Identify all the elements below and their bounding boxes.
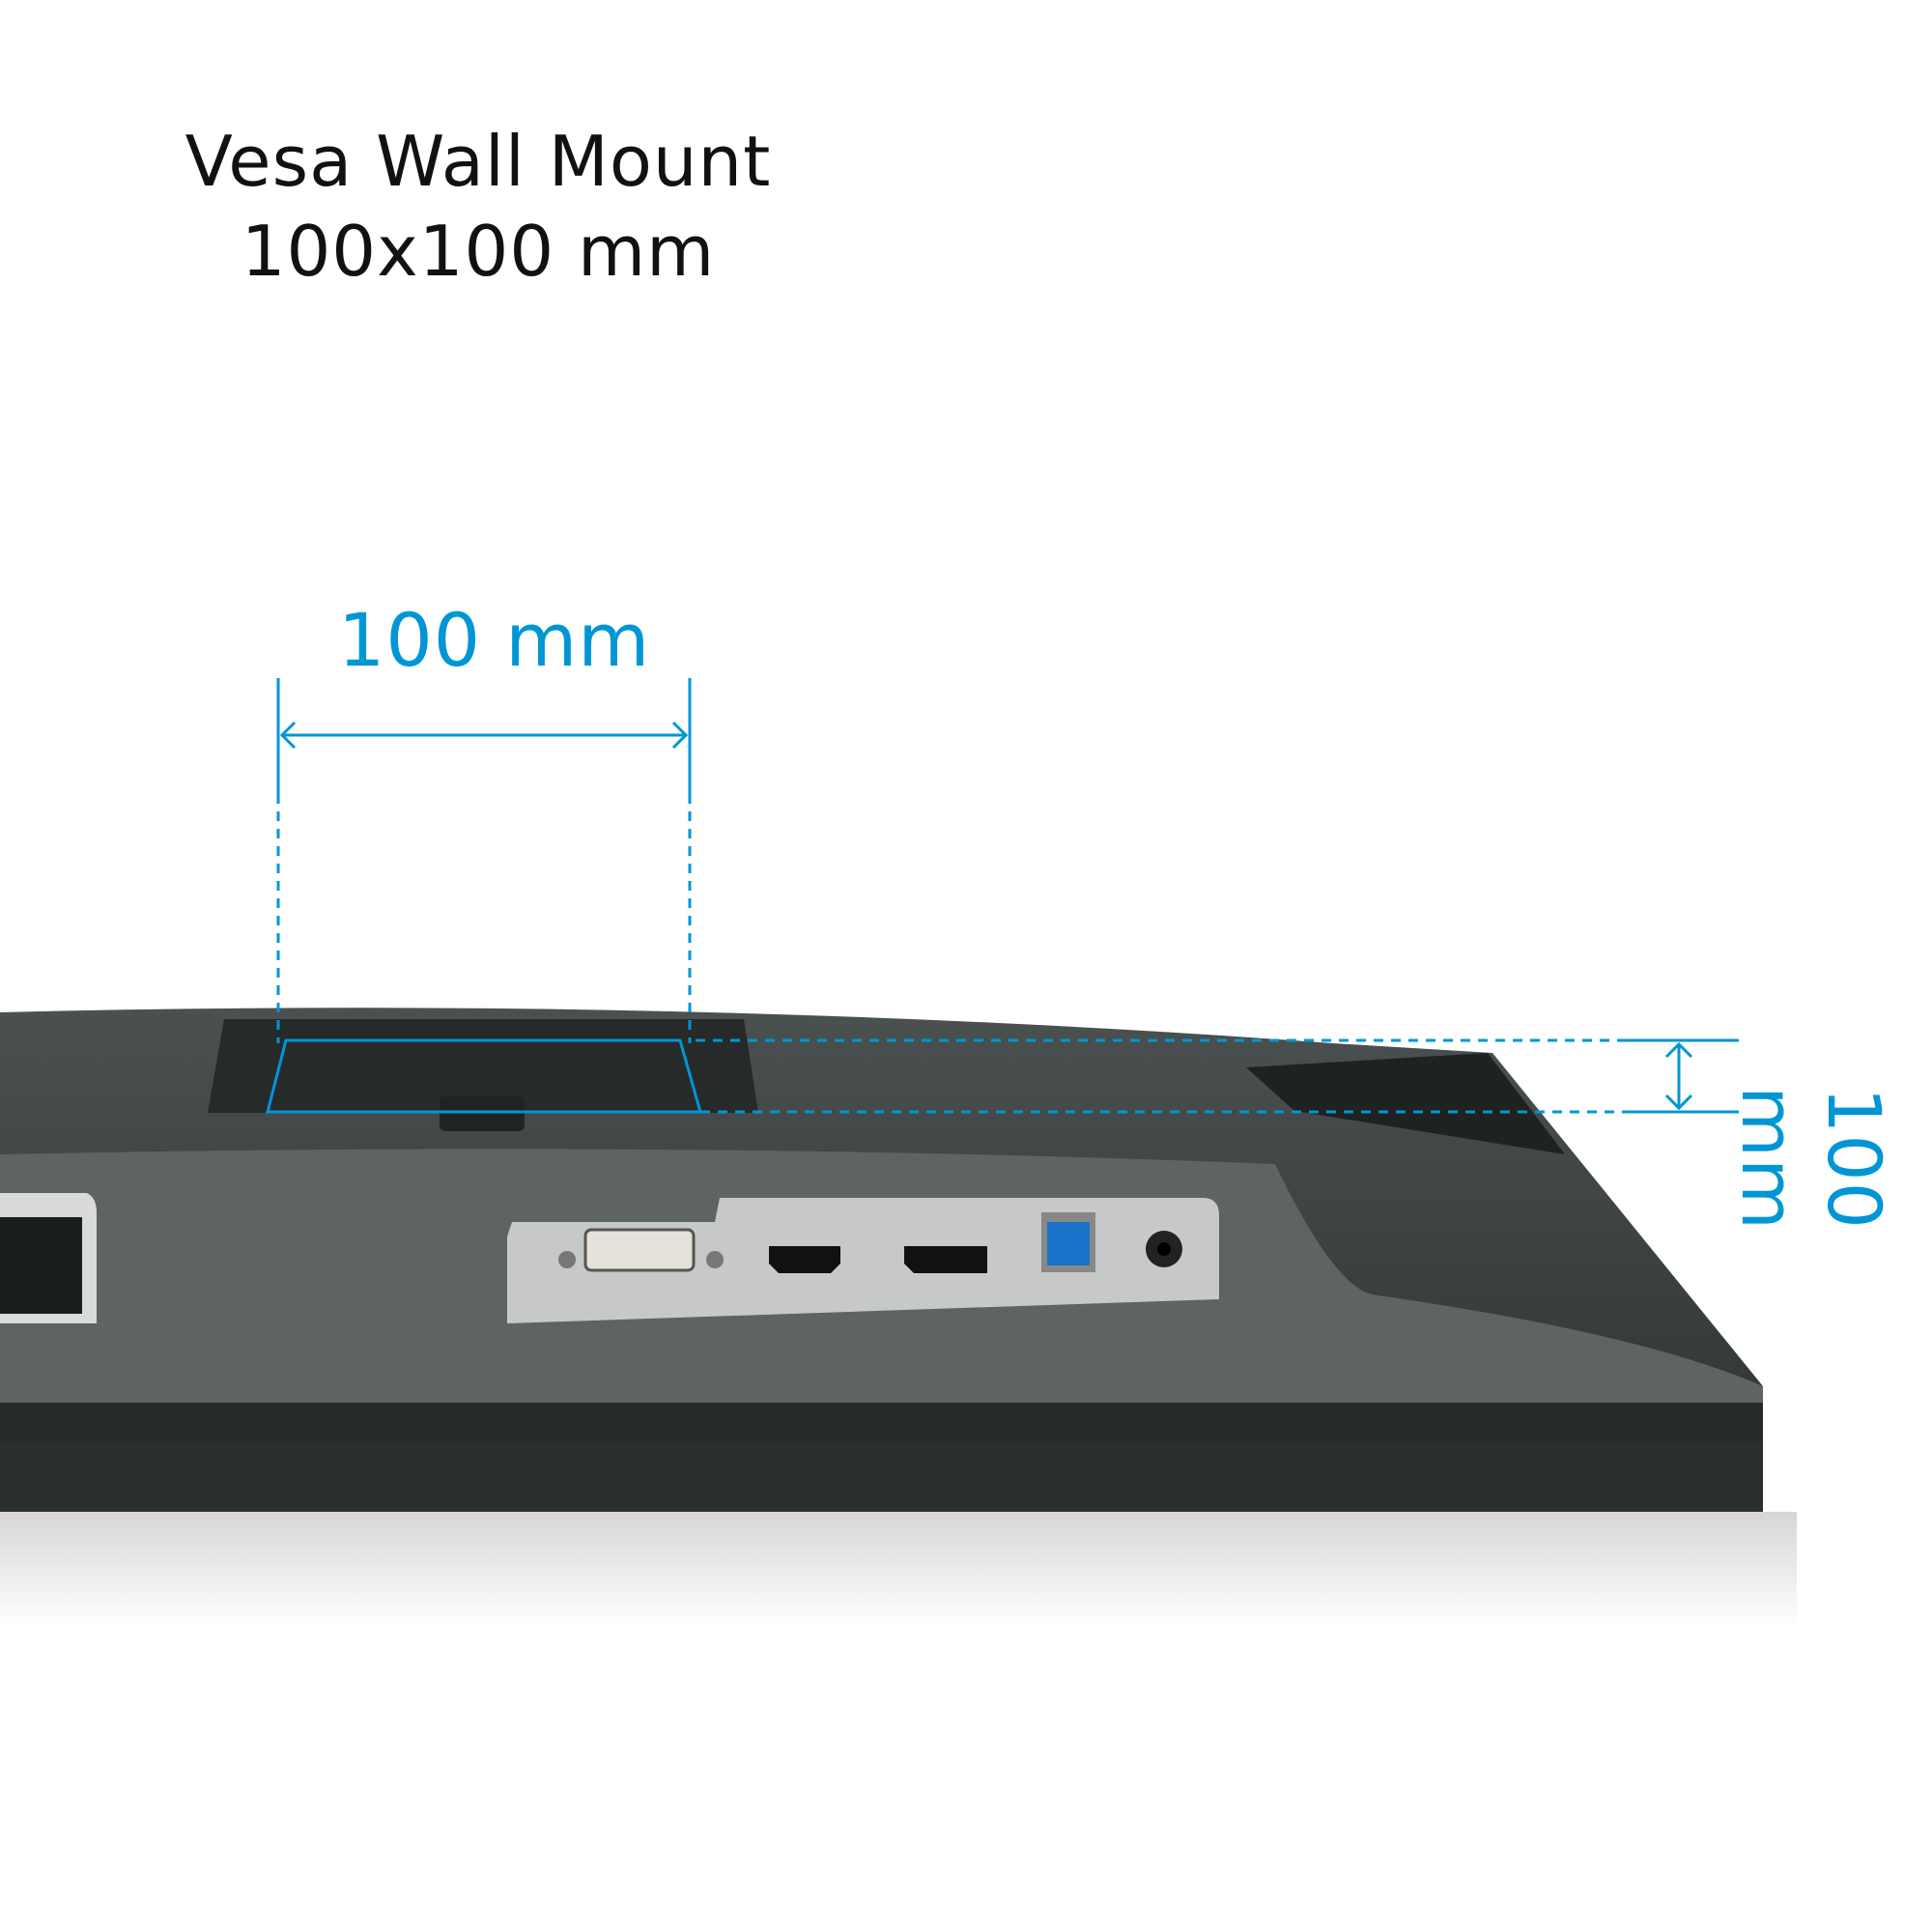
power-socket-icon — [0, 1217, 82, 1314]
handle-recess — [1246, 1053, 1565, 1154]
floor-shadow — [0, 1512, 1797, 1628]
vesa-recess — [208, 1019, 758, 1113]
heading-line1: Vesa Wall Mount — [185, 121, 772, 202]
bezel-front — [0, 1441, 1763, 1512]
audio-jack-hole — [1157, 1242, 1171, 1256]
heading-line2: 100x100 mm — [241, 211, 716, 292]
dimension-lines — [266, 678, 1739, 1114]
hdmi-port-icon — [769, 1246, 840, 1273]
stand-latch — [440, 1096, 525, 1131]
dvi-screw-icon — [706, 1251, 724, 1268]
dvi-screw-icon — [558, 1251, 576, 1268]
vertical-dimension-label: 100 mm — [1725, 1085, 1897, 1232]
dvi-port-icon — [583, 1228, 696, 1272]
bezel-edge — [0, 1403, 1763, 1441]
horizontal-dimension-label: 100 mm — [338, 597, 651, 683]
displayport-icon — [904, 1246, 987, 1273]
usb-b-insert — [1047, 1222, 1090, 1265]
